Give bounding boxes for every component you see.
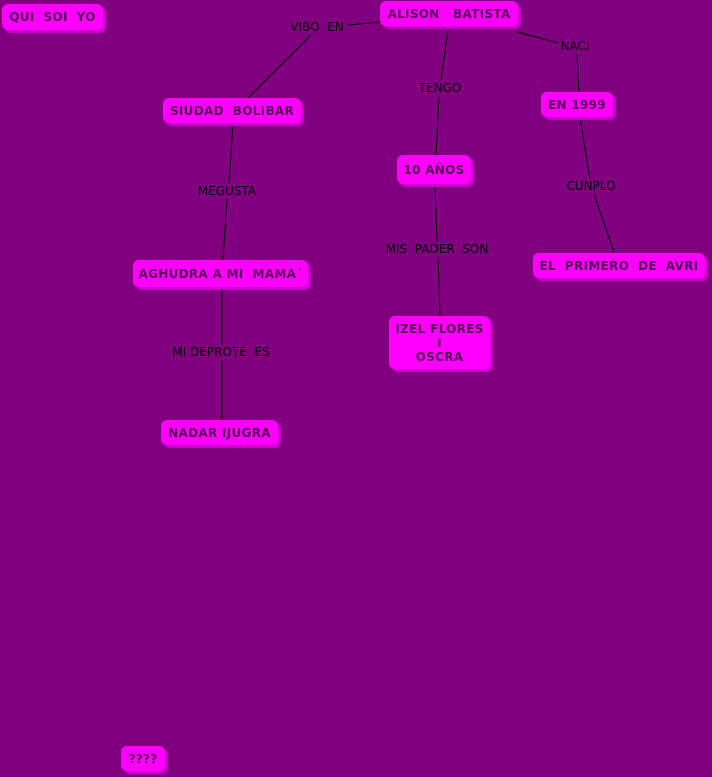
concept-age[interactable]: 10 AÑOS — [397, 155, 471, 184]
connector-cunplo-to-birthday — [593, 193, 615, 253]
concept-birth-year[interactable]: EN 1999 — [541, 92, 613, 117]
link-label-mi-deprote-es: MI DEPROTE ES — [170, 345, 272, 359]
connector-parents-label-to-parents — [437, 256, 441, 317]
concept-birthday[interactable]: EL PRIMERO DE AVRI — [533, 253, 705, 278]
connector-vibo-to-city — [247, 34, 312, 99]
concept-root-name[interactable]: ALISON BATISTA — [380, 1, 518, 26]
connector-root-to-naci — [517, 31, 559, 44]
concept-sport[interactable]: NADAR IJUGRA — [161, 420, 278, 445]
connector-root-to-tengo — [440, 29, 449, 81]
link-label-megusta: MEGUSTA — [195, 184, 259, 198]
connector-tengo-to-age — [435, 96, 440, 156]
concept-likes[interactable]: AGHUDRA A MI MAMA´ — [133, 260, 308, 287]
connector-megusta-to-likes — [222, 198, 228, 261]
concept-unknown[interactable]: ???? — [121, 746, 165, 771]
connector-birth-to-cunplo — [579, 117, 591, 180]
concept-city[interactable]: SIUDAD BOLIBAR — [163, 98, 301, 123]
link-label-mis-pader-son: MIS PADER SON — [383, 242, 491, 256]
connector-city-to-megusta — [228, 123, 234, 184]
concept-parents[interactable]: IZEL FLORES I OSCRA — [389, 316, 490, 369]
connector-naci-to-birth — [576, 53, 580, 93]
connector-age-to-parents-label — [434, 184, 438, 243]
link-label-vibo-en: VIBO EN — [288, 20, 346, 34]
connector-root-to-vibo — [347, 21, 382, 26]
link-label-tengo: TENGO — [416, 81, 464, 95]
link-label-cunplo: CUNPLO — [564, 179, 618, 193]
concept-title[interactable]: QUI SOI YO — [2, 4, 103, 30]
link-label-naci: NACI — [558, 39, 592, 53]
